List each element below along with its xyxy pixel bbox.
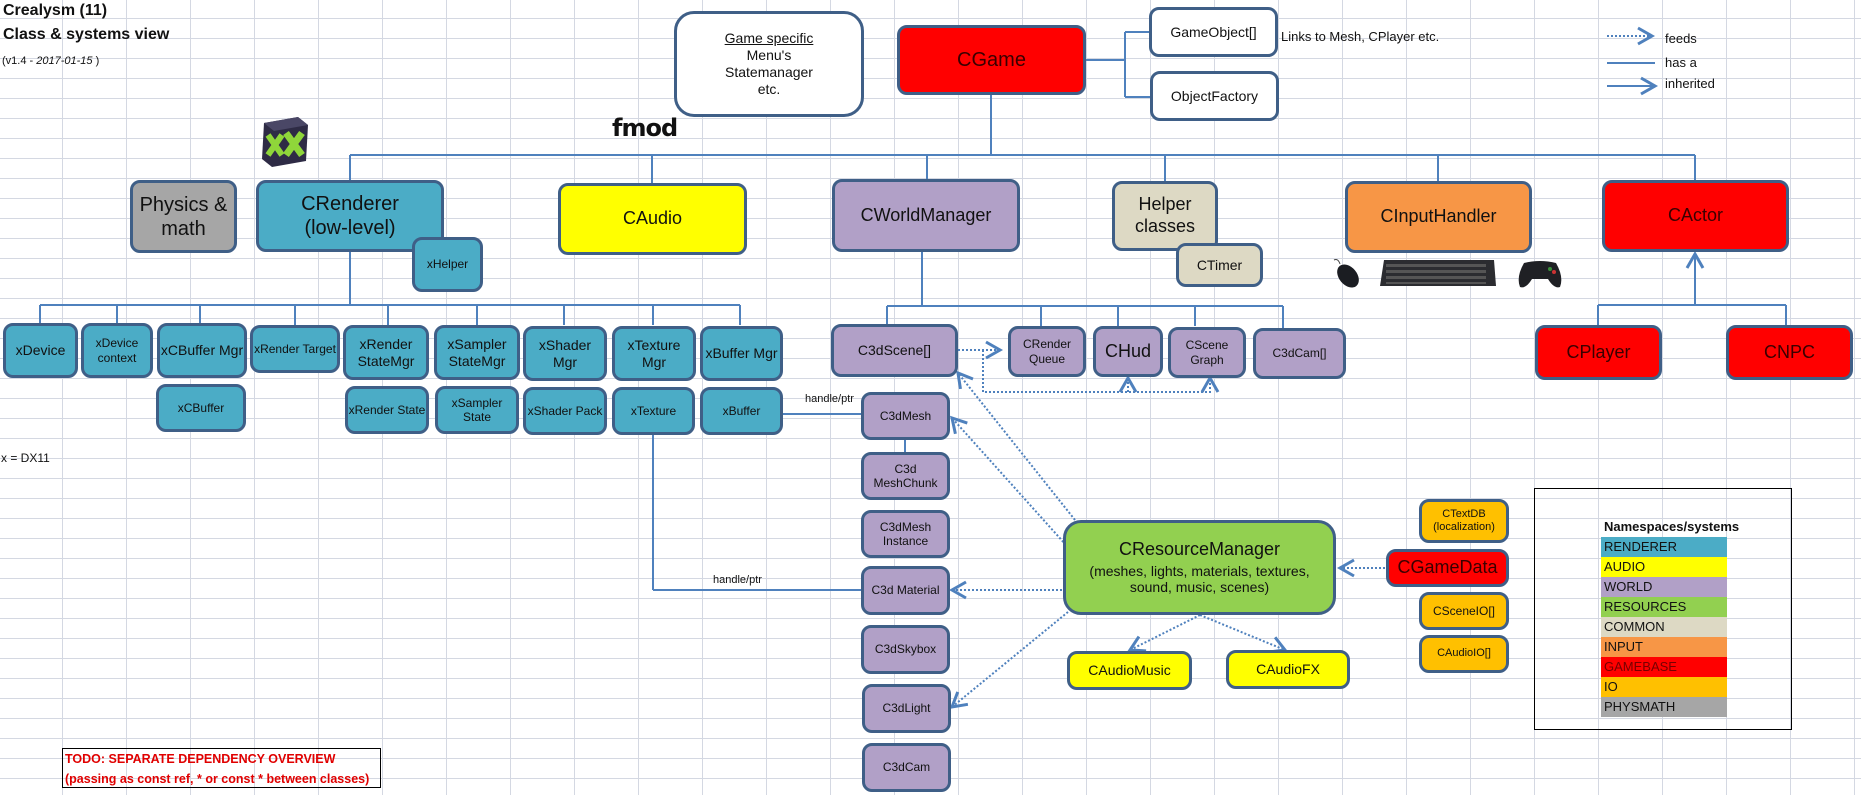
crenderer-label: CRenderer (301, 193, 399, 215)
node-csceneio[interactable]: CSceneIO[] (1419, 592, 1509, 630)
todo-line: TODO: SEPARATE DEPENDENCY OVERVIEW (65, 752, 336, 766)
node-c3dcam[interactable]: C3dCam (862, 743, 951, 792)
namespace-renderer: RENDERER (1601, 537, 1727, 557)
node-cnpc[interactable]: CNPC (1726, 325, 1853, 380)
node-c3dcamarr[interactable]: C3dCam[] (1253, 328, 1346, 379)
node-ctimer[interactable]: CTimer (1176, 243, 1263, 287)
node-caudiomusic[interactable]: CAudioMusic (1067, 651, 1192, 690)
node-chud[interactable]: CHud (1093, 326, 1163, 377)
cresourcemanager-desc: (meshes, lights, materials, textures, so… (1089, 562, 1310, 596)
legend: feeds has a inherited (1665, 26, 1715, 95)
namespaces-legend: Namespaces/systems RENDERER AUDIO WORLD … (1601, 517, 1740, 717)
namespace-world: WORLD (1601, 577, 1727, 597)
version-date: 2017-01-15 (36, 55, 93, 67)
namespace-physmath: PHYSMATH (1601, 697, 1727, 717)
node-c3dmesh[interactable]: C3dMesh (861, 392, 950, 440)
namespace-gamebase: GAMEBASE (1601, 657, 1727, 677)
namespace-input: INPUT (1601, 637, 1727, 657)
helper-label: Helper (1138, 194, 1192, 215)
directx-logo-icon (258, 115, 312, 169)
node-xshaderpack[interactable]: xShader Pack (523, 387, 607, 435)
version-prefix: (v1.4 - (2, 55, 37, 67)
node-c3dmaterial[interactable]: C3d Material (861, 566, 950, 615)
diagram-title: Crealysm (11) (3, 2, 108, 19)
node-caudioio[interactable]: CAudioIO[] (1419, 635, 1509, 673)
game-specific-line: Statemanager (725, 64, 813, 80)
node-xrendertarget[interactable]: xRender Target (250, 325, 340, 373)
todo-note: TODO: SEPARATE DEPENDENCY OVERVIEW (pass… (62, 748, 381, 788)
node-cplayer[interactable]: CPlayer (1535, 325, 1662, 380)
node-cgamedata[interactable]: CGameData (1386, 549, 1509, 587)
namespaces-title: Namespaces/systems (1604, 519, 1740, 534)
node-xrenderstate[interactable]: xRender State (345, 386, 429, 434)
game-specific-box[interactable]: Game specific Menu's Statemanager etc. (674, 11, 864, 117)
namespace-common: COMMON (1601, 617, 1727, 637)
node-xbuffer[interactable]: xBuffer (700, 387, 783, 435)
node-xrenderstatemgr[interactable]: xRender StateMgr (343, 325, 429, 380)
game-specific-line: Menu's (746, 47, 792, 64)
node-c3dmeshinstance[interactable]: C3dMesh Instance (861, 510, 950, 558)
cresourcemanager-label: CResourceManager (1118, 538, 1281, 559)
node-cresourcemanager[interactable]: CResourceManager (meshes, lights, materi… (1063, 520, 1336, 615)
node-c3dlight[interactable]: C3dLight (862, 684, 951, 733)
legend-inherited: inherited (1665, 75, 1715, 91)
node-objectfactory[interactable]: ObjectFactory (1150, 71, 1279, 121)
node-crenderer[interactable]: CRenderer (low-level) (256, 180, 444, 252)
node-xshadermgr[interactable]: xShader Mgr (523, 326, 607, 381)
handle-ptr-label: handle/ptr (805, 393, 854, 405)
todo-line: (passing as const ref, * or const * betw… (65, 772, 370, 786)
links-note: Links to Mesh, CPlayer etc. (1281, 29, 1440, 44)
node-caudiofx[interactable]: CAudioFX (1226, 650, 1350, 689)
namespace-resources: RESOURCES (1601, 597, 1727, 617)
version-suffix: ) (92, 55, 100, 67)
legend-has-a: has a (1665, 54, 1697, 70)
node-xsamplerstatemgr[interactable]: xSampler StateMgr (434, 325, 520, 380)
dx-note: x = DX11 (1, 451, 50, 465)
node-xtexturemgr[interactable]: xTexture Mgr (612, 326, 696, 381)
namespace-audio: AUDIO (1601, 557, 1727, 577)
helper-sublabel: classes (1134, 216, 1196, 236)
node-xbuffermgr[interactable]: xBuffer Mgr (700, 326, 783, 381)
namespace-io: IO (1601, 677, 1727, 697)
node-c3dmeshchunk[interactable]: C3d MeshChunk (861, 452, 950, 500)
legend-feeds: feeds (1665, 30, 1697, 46)
namespaces-legend-frame (1534, 488, 1792, 730)
node-cscenegraph[interactable]: CScene Graph (1168, 327, 1246, 378)
node-xtexture[interactable]: xTexture (612, 387, 695, 435)
diagram-subtitle: Class & systems view (3, 26, 170, 43)
fmod-logo-icon: fmod (612, 114, 678, 142)
keyboard-icon (1378, 258, 1498, 293)
node-cinputhandler[interactable]: CInputHandler (1345, 181, 1532, 253)
node-xhelper[interactable]: xHelper (412, 237, 483, 292)
gamepad-icon (1516, 257, 1564, 296)
node-gameobject[interactable]: GameObject[] (1149, 7, 1278, 57)
node-crenderqueue[interactable]: CRender Queue (1008, 326, 1086, 377)
node-cactor[interactable]: CActor (1602, 180, 1789, 252)
node-caudio[interactable]: CAudio (558, 183, 747, 255)
game-specific-line: etc. (757, 80, 781, 97)
mouse-icon (1330, 256, 1364, 295)
node-xdevicecontext[interactable]: xDevice context (81, 323, 153, 378)
node-physics[interactable]: Physics & math (130, 180, 237, 253)
node-ctextdb[interactable]: CTextDB (localization) (1419, 499, 1509, 543)
node-xcbuffermgr[interactable]: xCBuffer Mgr (157, 323, 247, 378)
node-c3dskybox[interactable]: C3dSkybox (861, 625, 950, 674)
game-specific-heading: Game specific (724, 30, 814, 47)
version-label: (v1.4 - 2017-01-15 ) (2, 55, 99, 67)
handle-ptr-label: handle/ptr (713, 574, 762, 586)
node-xdevice[interactable]: xDevice (3, 323, 78, 378)
node-helper-classes[interactable]: Helper classes (1112, 181, 1218, 251)
node-c3dscene[interactable]: C3dScene[] (831, 324, 958, 377)
node-cworldmanager[interactable]: CWorldManager (832, 179, 1020, 252)
crenderer-sublabel: (low-level) (304, 217, 396, 239)
node-xsamplerstate[interactable]: xSampler State (435, 386, 519, 434)
node-xcbuffer[interactable]: xCBuffer (156, 384, 246, 432)
node-cgame[interactable]: CGame (897, 25, 1086, 95)
